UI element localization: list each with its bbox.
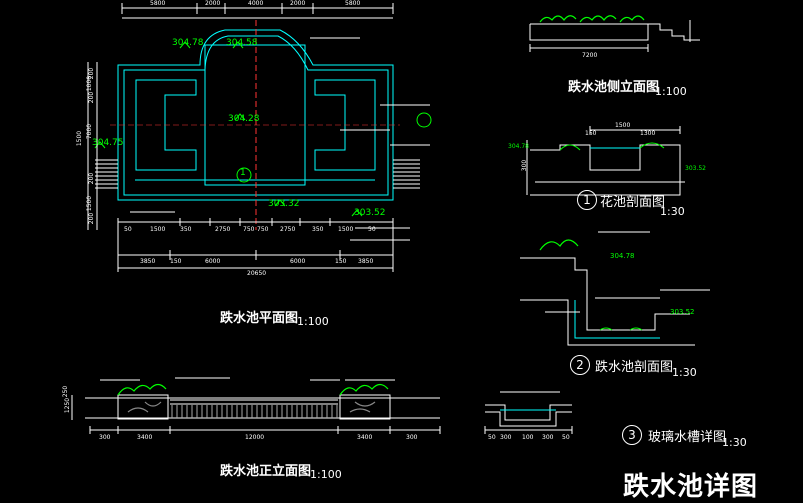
plan-bottom-dim: 50 xyxy=(368,226,376,233)
plan-bottom-dim: 350 xyxy=(312,226,324,233)
front-dim: 3400 xyxy=(357,434,373,441)
elevation-label: 304.28 xyxy=(228,114,260,124)
trough-dim: 50 xyxy=(488,434,496,441)
flower-dim: 150 xyxy=(585,130,597,137)
plan-bottom-dim: 350 xyxy=(180,226,192,233)
plan-bottom-dim: 750 xyxy=(257,226,269,233)
flower-dim: 1500 xyxy=(615,122,631,129)
elevation-label: 304.75 xyxy=(92,138,124,148)
elevation-label: 304.78 xyxy=(172,38,204,48)
side-scale: 1:100 xyxy=(655,85,687,98)
flower-scale: 1:30 xyxy=(660,205,685,218)
plan-left-dim: 1000 xyxy=(86,75,94,92)
plan-left-dim: 200 xyxy=(88,91,96,104)
trough-dim: 50 xyxy=(562,434,570,441)
front-dim: 300 xyxy=(99,434,111,441)
trough-dim: 300 xyxy=(500,434,512,441)
flower-title: 花池剖面图 xyxy=(600,195,666,210)
plan-top-dim: 4000 xyxy=(248,0,264,7)
flower-bed-section xyxy=(526,126,685,196)
side-dim: 7200 xyxy=(582,52,598,59)
plan-bottom-dim2: 150 xyxy=(170,258,182,265)
front-dim: 300 xyxy=(406,434,418,441)
plan-bottom-dim: 50 xyxy=(124,226,132,233)
plan-total-dim: 20650 xyxy=(247,270,267,277)
plan-bottom-dim: 2750 xyxy=(215,226,231,233)
flower-dim: 1300 xyxy=(640,130,656,137)
front-scale: 1:100 xyxy=(310,468,342,481)
plan-bottom-dim: 2750 xyxy=(280,226,296,233)
plan-top-dim: 5800 xyxy=(345,0,361,7)
pool-scale: 1:30 xyxy=(672,366,697,379)
axis-label: 1 xyxy=(240,168,246,178)
pool-elevation: 304.78 xyxy=(610,252,635,260)
plan-title: 跌水池平面图 xyxy=(220,311,299,326)
plan-bottom-dim: 750 xyxy=(243,226,255,233)
flower-elevation: 304.78 xyxy=(508,143,529,150)
plan-bottom-dim2: 6000 xyxy=(205,258,221,265)
side-elevation xyxy=(529,15,700,52)
plan-top-dim: 2000 xyxy=(205,0,221,7)
plan-bottom-dim2: 3850 xyxy=(140,258,156,265)
elevation-label: 304.58 xyxy=(226,38,258,48)
front-dim: 3400 xyxy=(137,434,153,441)
plan-left-dim: 1500 xyxy=(76,130,84,147)
plan-left-dim: 200 xyxy=(88,212,96,225)
side-title: 跌水池侧立面图 xyxy=(568,80,660,95)
pool-elevation: 303.52 xyxy=(670,308,695,316)
elevation-label: 303.52 xyxy=(354,208,386,218)
section-number-circle: 3 xyxy=(622,425,642,445)
plan-top-dim: 2000 xyxy=(290,0,306,7)
plan-bottom-dim2: 150 xyxy=(335,258,347,265)
plan-bottom-dim: 1500 xyxy=(150,226,166,233)
front-dim: 12000 xyxy=(245,434,265,441)
front-left-dim: 250 xyxy=(62,385,70,398)
plan-top-dim: 5800 xyxy=(150,0,166,7)
pool-section xyxy=(520,231,710,346)
trough-title: 玻璃水槽详图 xyxy=(648,430,727,445)
section-number-circle: 1 xyxy=(577,190,597,210)
front-title: 跌水池正立面图 xyxy=(220,464,312,479)
front-elevation xyxy=(71,377,441,434)
sheet-title: 跌水池详图 xyxy=(623,472,759,502)
plan-view xyxy=(87,3,432,272)
flower-dim: 300 xyxy=(521,159,529,172)
elevation-label: 303.32 xyxy=(268,199,300,209)
trough-scale: 1:30 xyxy=(722,436,747,449)
plan-left-dim: 1500 xyxy=(86,195,94,212)
plan-bottom-dim2: 3850 xyxy=(358,258,374,265)
front-left-dim: 1250 xyxy=(64,397,72,414)
trough-dim: 100 xyxy=(522,434,534,441)
plan-left-dim: 7000 xyxy=(86,123,94,140)
plan-bottom-dim2: 6000 xyxy=(290,258,306,265)
plan-scale: 1:100 xyxy=(297,315,329,328)
plan-bottom-dim: 1500 xyxy=(338,226,354,233)
section-number-circle: 2 xyxy=(570,355,590,375)
glass-trough-detail xyxy=(484,391,573,434)
trough-dim: 300 xyxy=(542,434,554,441)
plan-left-dim: 200 xyxy=(88,172,96,185)
flower-elevation: 303.52 xyxy=(685,165,706,172)
pool-title: 跌水池剖面图 xyxy=(595,360,674,375)
